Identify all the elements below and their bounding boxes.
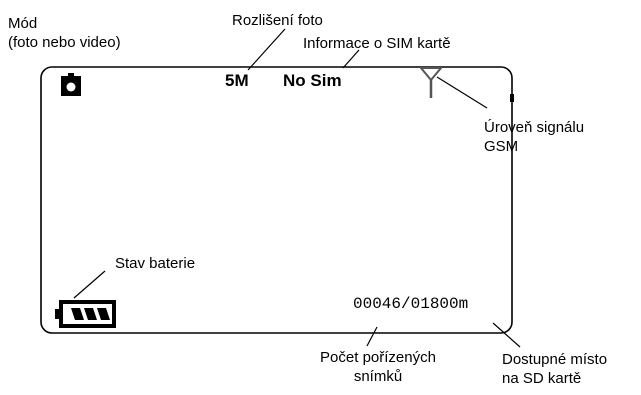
label-sim-info: Informace o SIM kartě	[303, 35, 451, 52]
resolution-value: 5M	[225, 71, 249, 90]
lcd-screen-frame	[40, 66, 513, 334]
label-space-line2: na SD kartě	[502, 370, 582, 387]
leader-gsm	[436, 76, 488, 109]
label-photo-count: Počet pořízených snímků	[303, 348, 453, 386]
leader-sim	[342, 49, 360, 69]
leader-count	[366, 326, 378, 347]
sim-status: No Sim	[283, 71, 342, 90]
label-gsm-line2: GSM	[484, 138, 519, 155]
label-mode-line2: (foto nebo video)	[8, 34, 121, 51]
label-sd-space: Dostupné místo na SD kartě	[502, 350, 607, 388]
label-battery: Stav baterie	[115, 255, 196, 272]
frame-tick	[510, 94, 514, 102]
photo-counter: 00046/01800m	[353, 295, 469, 313]
label-gsm: Úroveň signálu GSM	[484, 118, 584, 156]
leader-space	[492, 322, 521, 348]
camera-icon	[61, 73, 81, 96]
label-count-line1: Počet pořízených	[320, 349, 436, 366]
label-resolution: Rozlišení foto	[232, 12, 323, 29]
label-mode: Mód (foto nebo video)	[8, 14, 121, 52]
battery-icon	[55, 300, 116, 328]
label-gsm-line1: Úroveň signálu	[484, 119, 585, 136]
label-space-line1: Dostupné místo	[502, 351, 608, 368]
label-mode-line1: Mód	[8, 15, 38, 32]
signal-antenna-icon	[420, 67, 442, 98]
leader-resolution	[247, 28, 286, 71]
label-count-line2: snímků	[353, 368, 403, 385]
leader-battery	[73, 270, 106, 299]
